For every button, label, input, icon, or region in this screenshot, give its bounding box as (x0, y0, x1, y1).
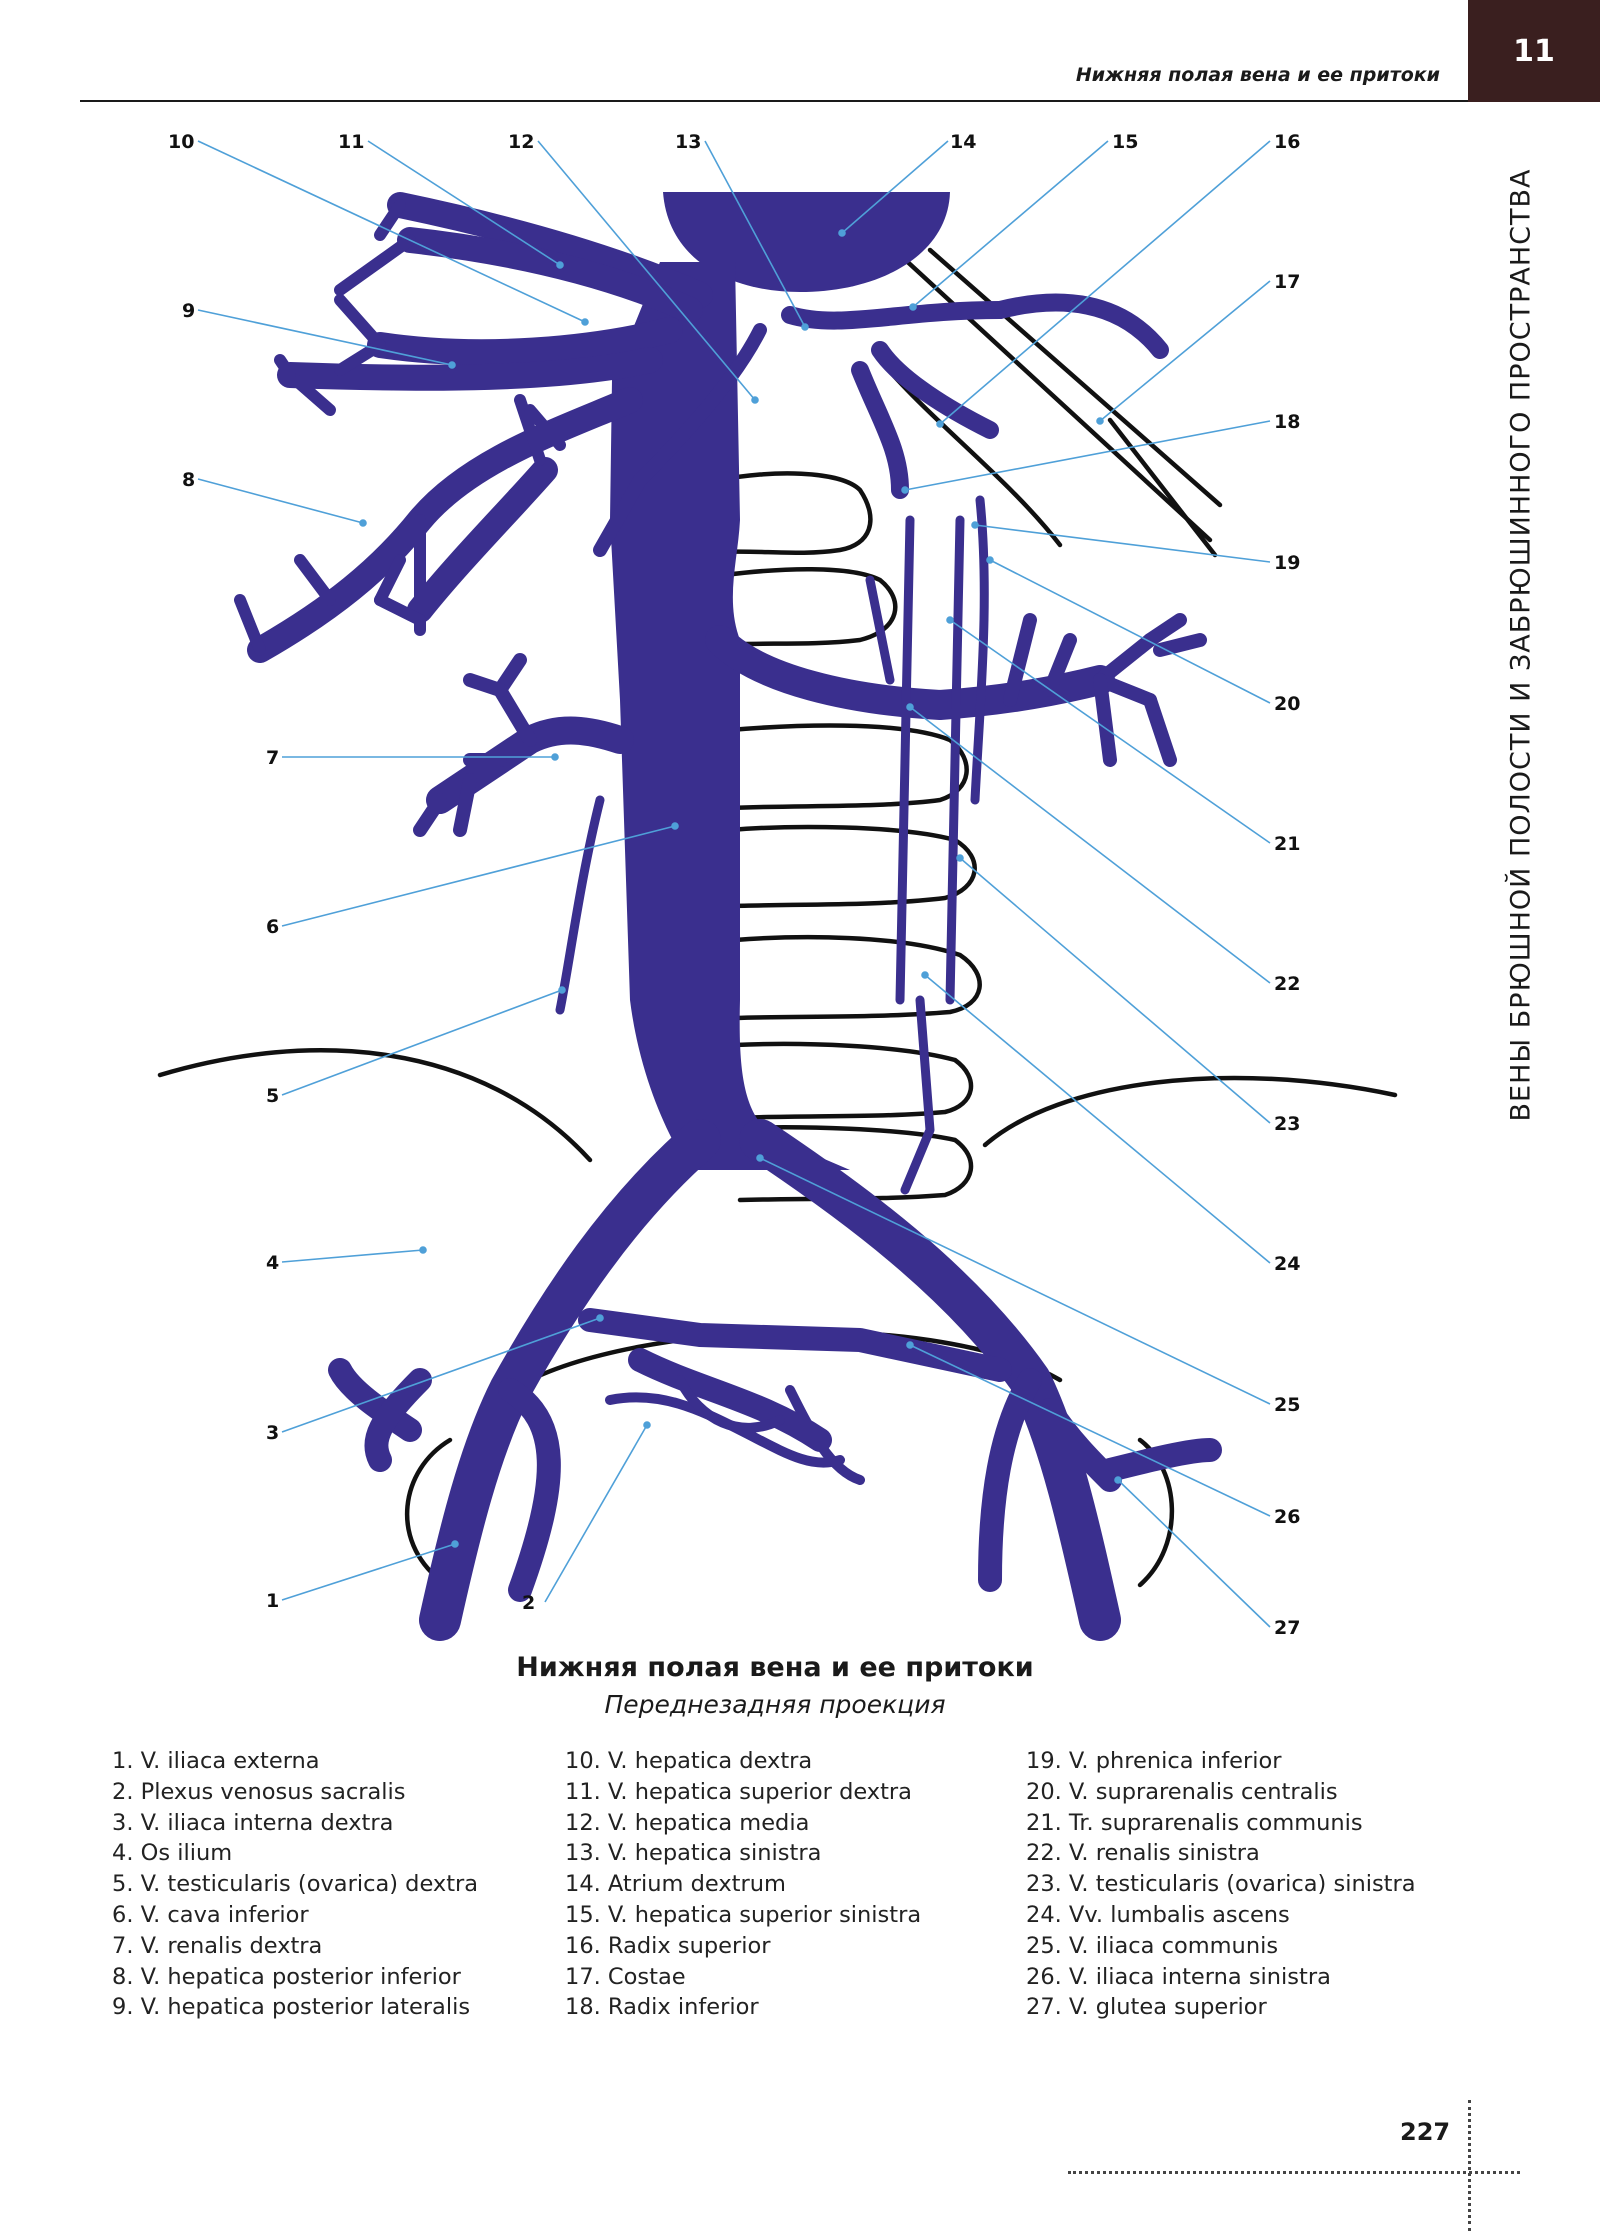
legend-item: 12. V. hepatica media (565, 1809, 810, 1836)
vertebra-outline (732, 934, 982, 1021)
legend-item: 24. Vv. lumbalis ascens (1026, 1901, 1290, 1928)
vertebra-outline (727, 723, 969, 811)
vertebra-outline (717, 566, 898, 648)
skeleton-outlines (157, 247, 1398, 1588)
legend-item: 15. V. hepatica superior sinistra (565, 1901, 922, 1928)
callout-8: 8 (182, 469, 195, 491)
rib-upper (897, 252, 1213, 543)
sacral-plexus (605, 1375, 865, 1485)
callout-4: 4 (266, 1252, 279, 1274)
legend-item: 17. Costae (565, 1963, 686, 1990)
inferior-vena-cava (610, 262, 850, 1170)
callout-21: 21 (1274, 833, 1300, 855)
legend-item: 6. V. cava inferior (112, 1901, 309, 1928)
vertebra-outline (732, 1041, 974, 1121)
legend-item: 23. V. testicularis (ovarica) sinistra (1026, 1871, 1416, 1898)
legend-item: 3. V. iliaca interna dextra (112, 1809, 394, 1836)
legend-item: 14. Atrium dextrum (565, 1871, 786, 1898)
figure-caption-subtitle: Переднезадняя проекция (604, 1690, 946, 1719)
legend-item: 5. V. testicularis (ovarica) dextra (112, 1871, 479, 1898)
venous-system (234, 192, 1222, 1641)
callout-6: 6 (266, 916, 279, 938)
legend-item: 11. V. hepatica superior dextra (565, 1778, 912, 1805)
left-hepatic-veins (781, 293, 1169, 499)
page-number: 227 (1400, 2118, 1451, 2146)
legend-item: 26. V. iliaca interna sinistra (1026, 1963, 1331, 1990)
legend-item: 2. Plexus venosus sacralis (112, 1778, 406, 1805)
legend-item: 4. Os ilium (112, 1840, 233, 1867)
legend-column-1: 1. V. iliaca externa 2. Plexus venosus s… (112, 1746, 478, 2023)
callout-16: 16 (1274, 131, 1300, 153)
vertebra-outline (727, 824, 977, 909)
callout-14: 14 (950, 131, 976, 153)
legend-item: 19. V. phrenica inferior (1026, 1748, 1282, 1774)
hepatic-veins-right-twigs (234, 199, 566, 656)
callout-25: 25 (1274, 1394, 1300, 1416)
header-rule (80, 100, 1470, 102)
rib-lower (1107, 417, 1218, 558)
sacrum-outline (404, 1437, 453, 1583)
legend-item: 8. V. hepatica posterior inferior (112, 1963, 461, 1990)
iliac-branches (328, 1308, 1222, 1602)
legend-item: 16. Radix superior (565, 1932, 771, 1959)
legend-item: 7. V. renalis dextra (112, 1932, 323, 1959)
callout-9: 9 (182, 300, 195, 322)
right-renal-twigs (413, 653, 537, 837)
legend-item: 21. Tr. suprarenalis communis (1026, 1809, 1363, 1836)
callout-13: 13 (675, 131, 701, 153)
footer-dotted-rule-vertical (1468, 2100, 1471, 2231)
ivc-diagram: 10 11 12 13 14 15 16 17 18 19 20 21 22 2… (157, 131, 1398, 1641)
legend-item: 20. V. suprarenalis centralis (1026, 1778, 1338, 1805)
callout-1: 1 (266, 1590, 279, 1612)
iliac-crest-left (982, 1075, 1398, 1148)
callout-15: 15 (1112, 131, 1138, 153)
callout-5: 5 (266, 1085, 279, 1107)
left-renal-twigs (1003, 613, 1207, 767)
rib-upper (927, 247, 1223, 508)
callout-numbers: 10 11 12 13 14 15 16 17 18 19 20 21 22 2… (168, 131, 1300, 1639)
vertebra-outline (717, 471, 873, 555)
legend-item: 10. V. hepatica dextra (565, 1748, 813, 1774)
callout-11: 11 (338, 131, 364, 153)
legend-column-3: 19. V. phrenica inferior 20. V. supraren… (1026, 1746, 1416, 2023)
callout-18: 18 (1274, 411, 1300, 433)
callout-27: 27 (1274, 1617, 1300, 1639)
leader-lines (197, 140, 1271, 1628)
callout-22: 22 (1274, 973, 1300, 995)
legend-item: 1. V. iliaca externa (112, 1748, 320, 1774)
legend-item: 9. V. hepatica posterior lateralis (112, 1994, 471, 2021)
figure-caption-title: Нижняя полая вена и ее притоки (516, 1652, 1034, 1683)
hepatic-media (593, 323, 767, 557)
chapter-tab: 11 (1468, 0, 1600, 102)
callout-2: 2 (522, 1592, 535, 1614)
footer-dotted-rule (1068, 2171, 1520, 2174)
callout-20: 20 (1274, 693, 1300, 715)
legend-item: 18. Radix inferior (565, 1994, 759, 2021)
running-title: Нижняя полая вена и ее притоки (1075, 64, 1440, 86)
callout-23: 23 (1274, 1113, 1300, 1135)
legend-item: 27. V. glutea superior (1026, 1994, 1267, 2021)
callout-7: 7 (266, 747, 279, 769)
callout-10: 10 (168, 131, 194, 153)
legend-item: 13. V. hepatica sinistra (565, 1840, 822, 1867)
legend-column-2: 10. V. hepatica dextra 11. V. hepatica s… (565, 1746, 921, 2023)
callout-3: 3 (266, 1422, 279, 1444)
callout-19: 19 (1274, 552, 1300, 574)
callout-17: 17 (1274, 271, 1300, 293)
iliac-crest-right (157, 1048, 593, 1163)
callout-12: 12 (508, 131, 534, 153)
callout-26: 26 (1274, 1506, 1300, 1528)
callout-24: 24 (1274, 1253, 1300, 1275)
legend-item: 22. V. renalis sinistra (1026, 1840, 1260, 1867)
legend-item: 25. V. iliaca communis (1026, 1932, 1279, 1959)
